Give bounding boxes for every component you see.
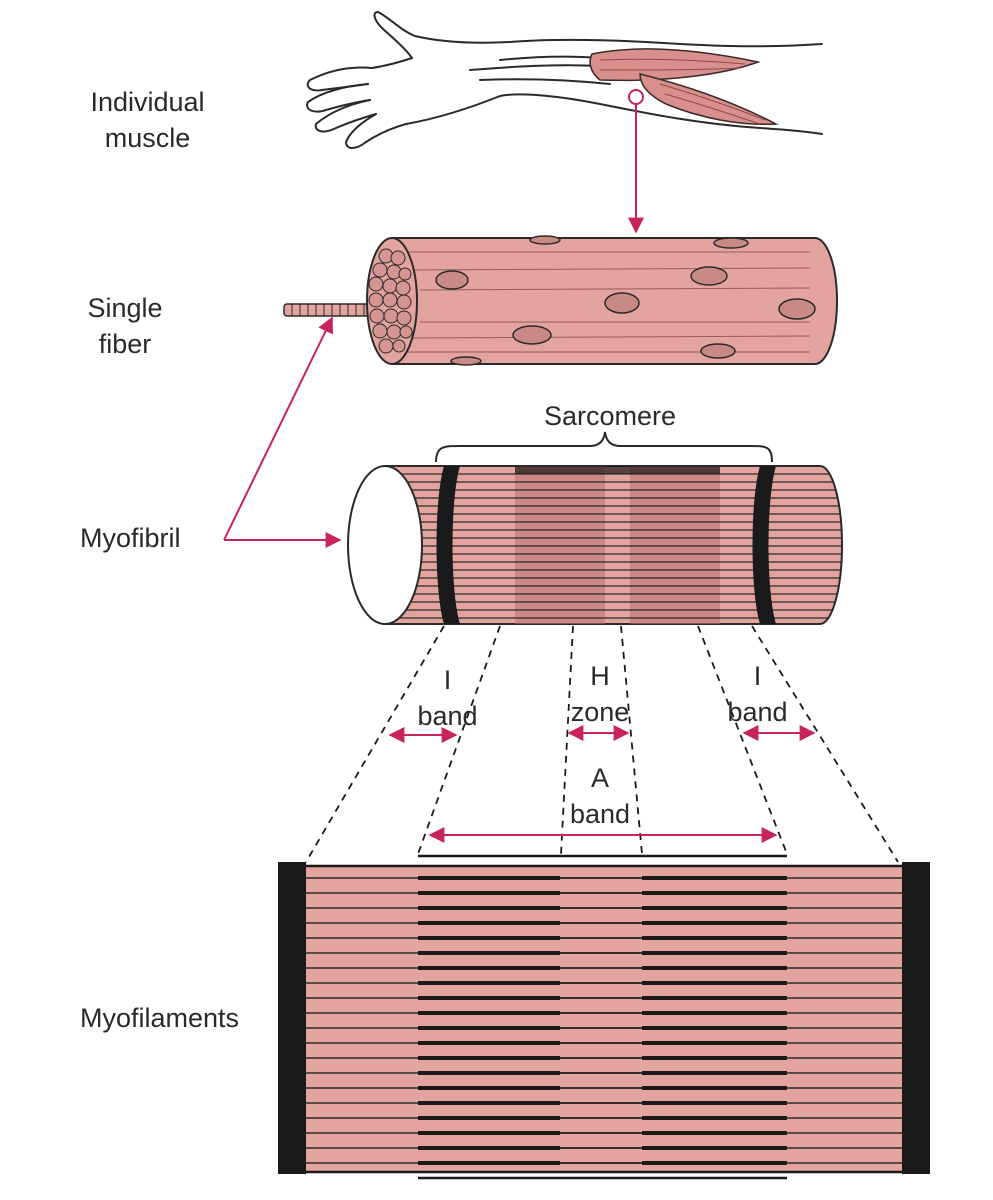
- label-i-band-right: I band: [727, 661, 788, 727]
- z-line-right: [902, 862, 930, 1174]
- sarcomere-brace: [435, 431, 773, 463]
- z-line-left: [278, 862, 306, 1174]
- label-myofilaments: Myofilaments: [80, 1003, 240, 1033]
- label-a-band: A band: [569, 763, 631, 829]
- label-h-zone: H zone: [570, 661, 630, 727]
- label-myofibril: Myofibril: [80, 523, 181, 553]
- myofibril-illustration: [347, 465, 843, 625]
- myofilaments-illustration: [278, 862, 930, 1180]
- forearm-muscle: [589, 48, 779, 126]
- label-single-fiber: Single fiber: [87, 293, 163, 359]
- label-sarcomere: Sarcomere: [543, 401, 677, 431]
- arm-illustration: [306, 11, 823, 149]
- myofibril-arrows: [223, 316, 342, 548]
- band-arrows: [388, 725, 816, 843]
- label-individual-muscle: Individual muscle: [90, 87, 205, 153]
- projection-lines: [305, 625, 899, 863]
- single-fiber-illustration: [283, 235, 838, 366]
